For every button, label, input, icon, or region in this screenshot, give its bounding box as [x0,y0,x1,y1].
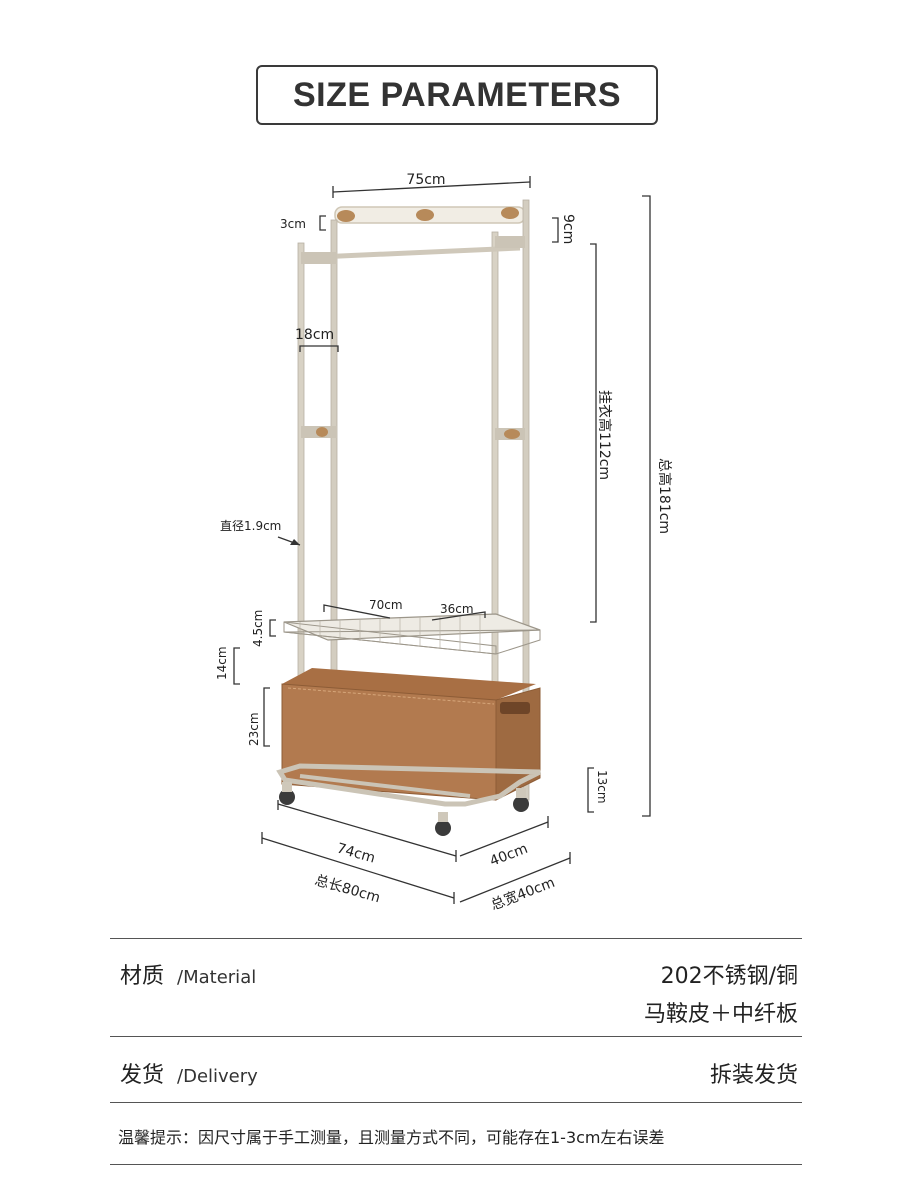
dim-hook-spacing: 18cm [295,327,334,343]
dim-hook-width: 3cm [280,217,306,231]
dimension-lines [233,176,651,904]
title-box: SIZE PARAMETERS [256,65,658,125]
spec-delivery-label: 发货 /Delivery [120,1063,258,1088]
dim-box-height: 23cm [247,712,261,746]
spec-material-value-1: 202不锈钢/铜 [660,964,798,989]
spec-material-value-2: 马鞍皮＋中纤板 [643,1002,798,1027]
spec-material-label-en: Material [183,967,257,988]
dim-basket-gap: 14cm [215,646,229,680]
spec-delivery-label-en: Delivery [183,1066,258,1087]
measurement-note: 温馨提示：因尺寸属于手工测量，且测量方式不同，可能存在1-3cm左右误差 [118,1128,665,1147]
dim-basket-width: 36cm [440,602,474,616]
rack-illustration [276,199,542,836]
spec-material-label-cn: 材质 [120,964,165,989]
dim-basket-depth: 4.5cm [251,610,265,647]
dim-total-length: 总长80cm [313,872,382,906]
divider [110,1102,802,1103]
divider [110,1036,802,1037]
spec-material-label: 材质 /Material [120,964,257,989]
dim-tube-diameter: 直径1.9cm [220,519,281,533]
dim-hanging-height: 挂衣高112cm [596,390,613,480]
page-title: SIZE PARAMETERS [292,75,621,114]
product-diagram: 75cm 3cm 9cm 18cm 直径1.9cm 挂衣高112cm 总高181… [215,172,673,914]
dim-hook-height: 9cm [560,214,576,244]
dim-basket-length: 70cm [369,598,403,612]
dim-total-height: 总高181cm [656,458,673,534]
spec-delivery-value: 拆装发货 [709,1063,798,1088]
dim-top-width: 75cm [406,172,445,188]
dim-total-width: 总宽40cm [488,874,557,914]
divider [110,938,802,939]
dim-base-width: 40cm [488,841,530,870]
dim-bottom-clearance: 13cm [595,770,609,804]
spec-delivery-label-cn: 发货 [120,1063,165,1088]
divider [110,1164,802,1165]
